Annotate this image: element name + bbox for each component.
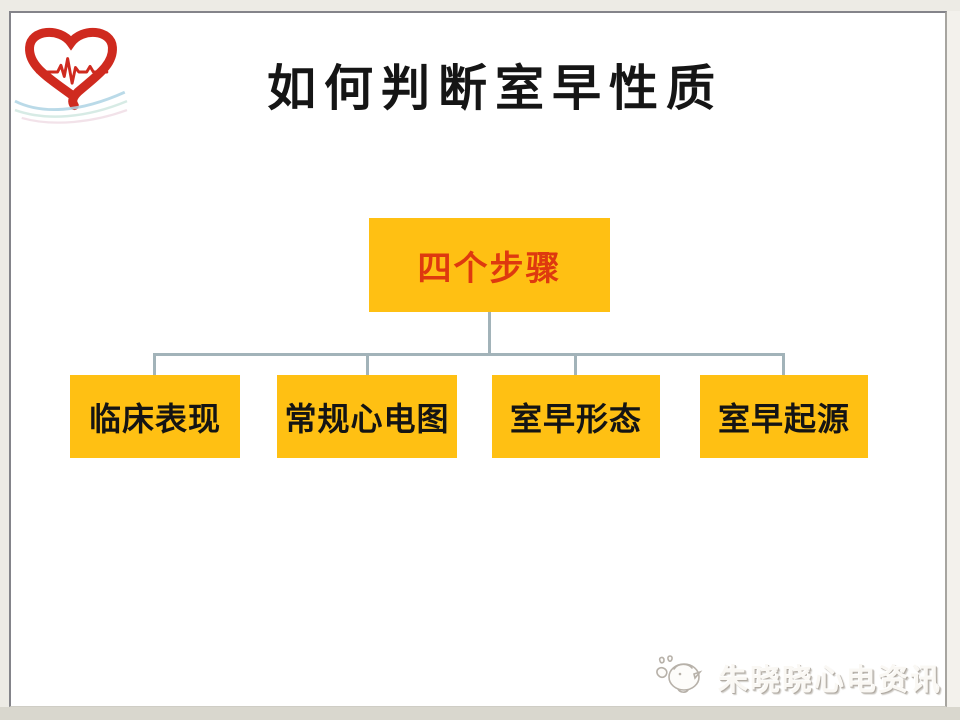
diagram-child-node-3: 室早形态 xyxy=(492,375,660,458)
chick-puff-1 xyxy=(658,656,665,664)
root-node-label: 四个步骤 xyxy=(417,249,562,288)
child-node-label: 临床表现 xyxy=(88,400,221,437)
chick-icon xyxy=(656,655,703,693)
swoosh-blue xyxy=(14,90,126,111)
chick-tail xyxy=(656,667,668,679)
connector-root-stem xyxy=(488,312,491,353)
heart-outline xyxy=(25,27,117,111)
connector-horizontal-bar xyxy=(153,353,785,356)
diagram-child-node-4: 室早起源 xyxy=(700,375,868,458)
heart-ecg-logo-icon xyxy=(14,27,128,124)
child-node-label: 室早形态 xyxy=(509,400,642,437)
swoosh-pink xyxy=(21,109,128,124)
frame-right-margin xyxy=(947,11,960,707)
ecg-trace xyxy=(35,57,109,85)
child-node-label: 室早起源 xyxy=(717,400,850,437)
slide-title: 如何判断室早性质 xyxy=(266,62,723,116)
watermark-text: 朱晓晓心电资讯 xyxy=(718,664,942,697)
chick-eye xyxy=(678,672,682,676)
child-node-label: 常规心电图 xyxy=(284,400,450,437)
chick-head-line xyxy=(673,663,693,670)
chick-puff-2 xyxy=(667,655,673,663)
watermark: 朱晓晓心电资讯 xyxy=(656,652,942,702)
chick-beak xyxy=(693,670,703,680)
connector-drop-1 xyxy=(153,353,156,376)
swoosh-teal xyxy=(14,99,128,118)
diagram-root-node: 四个步骤 xyxy=(369,218,610,312)
chick-foot-line xyxy=(677,688,689,693)
diagram-child-node-2: 常规心电图 xyxy=(277,375,457,458)
frame-bottom-strip xyxy=(0,707,960,720)
connector-drop-3 xyxy=(574,353,577,376)
slide-background xyxy=(9,11,947,707)
connector-drop-4 xyxy=(782,353,785,376)
connector-drop-2 xyxy=(366,353,369,376)
diagram-child-node-1: 临床表现 xyxy=(70,375,240,458)
